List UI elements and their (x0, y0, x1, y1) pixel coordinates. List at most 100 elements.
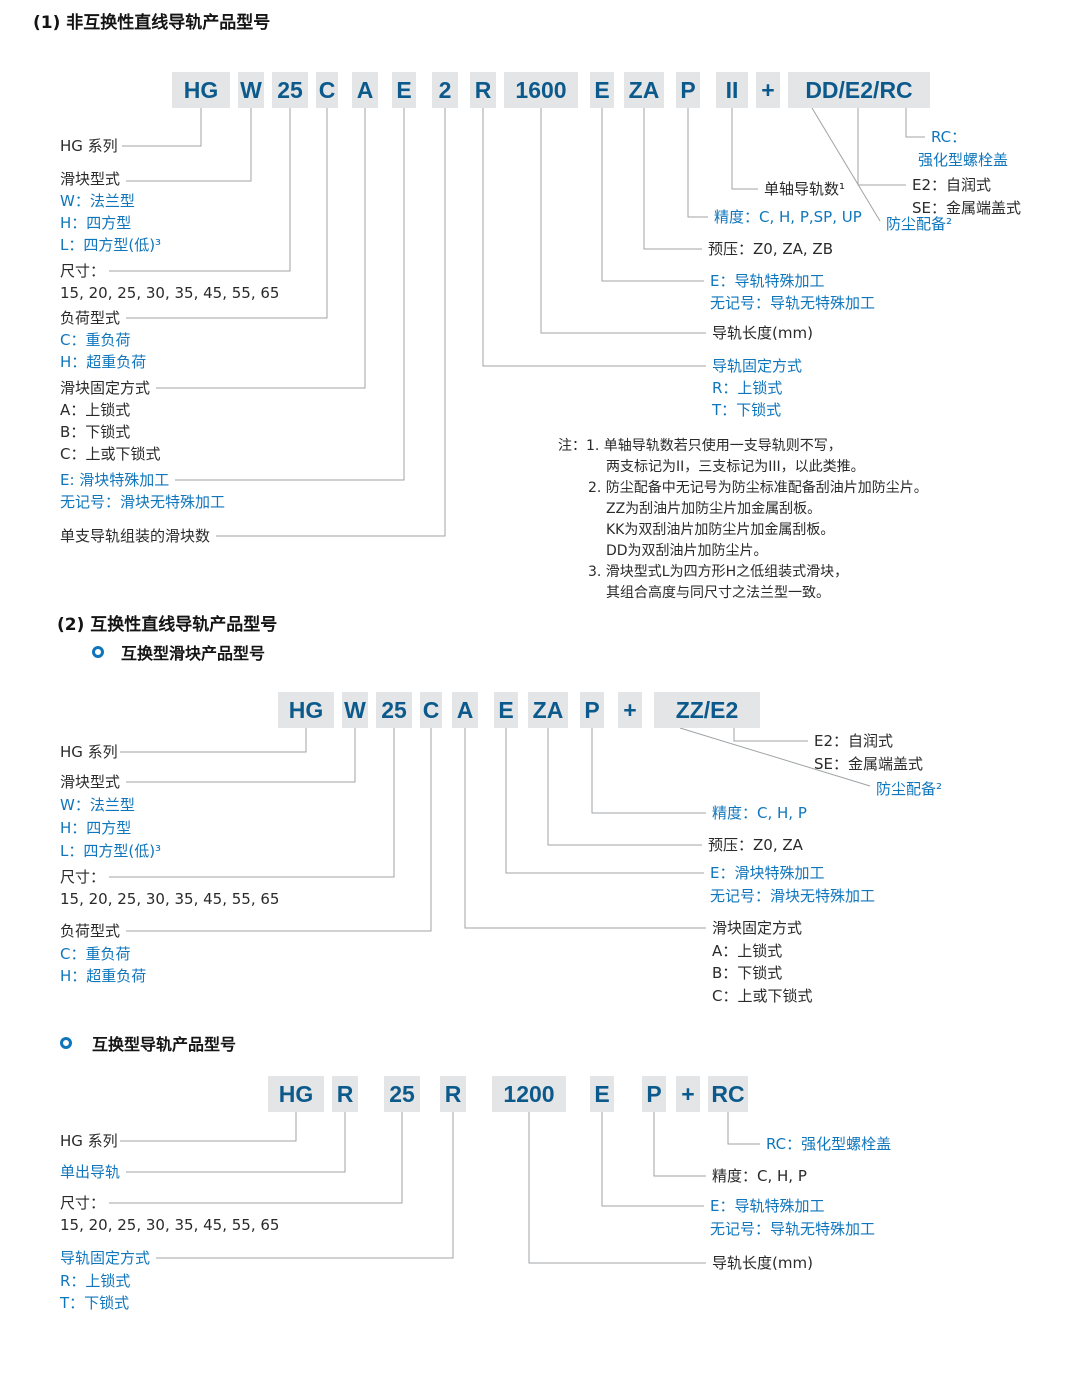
label-s1-rail-fix-r: R：上锁式 (712, 379, 783, 397)
code-s2b-fix: A (452, 692, 478, 728)
label-s2r-sizes: 15, 20, 25, 30, 35, 45, 55, 65 (60, 1216, 280, 1234)
label-s2b-dust: 防尘配备² (876, 780, 943, 798)
code-s1-series: HG (172, 72, 230, 108)
code-s1-preload: ZA (624, 72, 664, 108)
label-s1-block-type: 滑块型式 (60, 170, 121, 188)
label-s2b-e2: E2：自润式 (814, 732, 894, 750)
code-s2b-precision: P (580, 692, 604, 728)
code-s2b-plus: + (618, 692, 642, 728)
label-s2r-precision: 精度：C, H, P (712, 1167, 807, 1185)
code-s1-rail-fix: R (470, 72, 496, 108)
code-s1-precision: P (676, 72, 700, 108)
label-s1-rail-count: 单轴导轨数¹ (764, 180, 846, 198)
code-s1-block-type: W (238, 72, 264, 108)
label-s1-sizes: 15, 20, 25, 30, 35, 45, 55, 65 (60, 284, 280, 302)
code-s1-rail-length: 1600 (504, 72, 578, 108)
label-s1-preload: 预压：Z0, ZA, ZB (708, 240, 833, 258)
label-s1-rc-title: RC： (931, 128, 967, 146)
label-s2b-load-c: C：重负荷 (60, 945, 131, 963)
code-s1-rail-count: II (716, 72, 748, 108)
label-s2b-block-l: L：四方型(低)³ (60, 842, 162, 860)
label-s2b-sizes: 15, 20, 25, 30, 35, 45, 55, 65 (60, 890, 280, 908)
code-s2b-size: 25 (376, 692, 412, 728)
code-s2b-series: HG (278, 692, 334, 728)
code-s2b-load: C (420, 692, 442, 728)
label-s1-rail-special: E：导轨特殊加工 (710, 272, 825, 290)
code-s1-size: 25 (272, 72, 308, 108)
label-s1-rail-special-none: 无记号：导轨无特殊加工 (710, 294, 876, 312)
code-s2r-rail: R (332, 1076, 358, 1112)
note-line-8: 其组合高度与同尺寸之法兰型一致。 (606, 585, 830, 601)
bullet-ring-icon (92, 646, 104, 658)
label-s2b-precision: 精度：C, H, P (712, 804, 807, 822)
label-s1-fix-b: B：下锁式 (60, 423, 131, 441)
label-s1-size-title: 尺寸： (60, 262, 106, 280)
section2-block-subheading: 互换型滑块产品型号 (121, 644, 266, 663)
note-line-6: DD为双刮油片加防尘片。 (606, 543, 768, 559)
label-s1-block-special: E: 滑块特殊加工 (60, 471, 170, 489)
note-line-7: 3. 滑块型式L为四方形H之低组装式滑块， (588, 564, 849, 580)
label-s1-block-special-none: 无记号：滑块无特殊加工 (60, 493, 226, 511)
label-s2b-special: E：滑块特殊加工 (710, 864, 825, 882)
label-s1-precision: 精度：C, H, P,SP, UP (714, 208, 862, 226)
label-s1-block-h: H：四方型 (60, 214, 132, 232)
label-s1-series: HG 系列 (60, 137, 118, 155)
code-s2b-special: E (494, 692, 518, 728)
label-s2r-fix-title: 导轨固定方式 (60, 1249, 151, 1267)
label-s1-rail-fix-t: T：下锁式 (712, 401, 782, 419)
label-s2b-fix-title: 滑块固定方式 (712, 919, 803, 937)
label-s2b-load-h: H：超重负荷 (60, 967, 147, 985)
code-s2r-precision: P (642, 1076, 666, 1112)
label-s1-fix-a: A：上锁式 (60, 401, 131, 419)
code-s1-rail-special: E (590, 72, 614, 108)
label-s2b-special-none: 无记号：滑块无特殊加工 (710, 887, 876, 905)
label-s2b-preload: 预压：Z0, ZA (708, 836, 803, 854)
section1-heading: (1) 非互换性直线导轨产品型号 (33, 13, 271, 33)
label-s2r-rail: 单出导轨 (60, 1163, 121, 1181)
label-s2b-load-title: 负荷型式 (60, 922, 121, 940)
label-s2r-rc: RC：强化型螺栓盖 (766, 1135, 892, 1153)
label-s2r-length: 导轨长度(mm) (712, 1254, 813, 1272)
note-line-1: 注：1. 单轴导轨数若只使用一支导轨则不写， (558, 438, 842, 454)
label-s1-rail-fix-title: 导轨固定方式 (712, 357, 803, 375)
label-s1-rc-desc: 强化型螺栓盖 (918, 151, 1009, 169)
label-s1-load-title: 负荷型式 (60, 309, 121, 327)
code-s2r-plus: + (676, 1076, 700, 1112)
label-s1-se: SE：金属端盖式 (912, 199, 1021, 217)
note-line-3: 2. 防尘配备中无记号为防尘标准配备刮油片加防尘片。 (588, 480, 928, 496)
note-line-2: 两支标记为II，三支标记为III，以此类推。 (606, 459, 865, 475)
code-s2r-series: HG (268, 1076, 324, 1112)
label-s2r-series: HG 系列 (60, 1132, 118, 1150)
label-s2b-series: HG 系列 (60, 743, 118, 761)
code-s1-block-special: E (392, 72, 416, 108)
label-s2b-se: SE：金属端盖式 (814, 755, 923, 773)
label-s2r-size-title: 尺寸： (60, 1194, 106, 1212)
code-s1-load: C (316, 72, 338, 108)
note-line-5: KK为双刮油片加防尘片加金属刮板。 (606, 522, 835, 538)
label-s2b-block-h: H：四方型 (60, 819, 132, 837)
code-s1-plus: + (756, 72, 780, 108)
label-s2r-fix-t: T：下锁式 (60, 1294, 130, 1312)
label-s1-fix-c: C：上或下锁式 (60, 445, 161, 463)
label-s2b-fix-b: B：下锁式 (712, 964, 783, 982)
label-s1-block-count: 单支导轨组装的滑块数 (60, 527, 211, 545)
label-s1-rail-length: 导轨长度(mm) (712, 324, 813, 342)
code-s1-options: DD/E2/RC (788, 72, 930, 108)
section2-heading: (2) 互换性直线导轨产品型号 (57, 615, 278, 635)
label-s1-fix-title: 滑块固定方式 (60, 379, 151, 397)
code-s2r-length: 1200 (492, 1076, 566, 1112)
label-s2r-special-none: 无记号：导轨无特殊加工 (710, 1220, 876, 1238)
label-s2b-fix-c: C：上或下锁式 (712, 987, 813, 1005)
label-s2b-block-w: W：法兰型 (60, 796, 135, 814)
label-s2b-block-type: 滑块型式 (60, 773, 121, 791)
code-s2r-rc: RC (708, 1076, 748, 1112)
label-s2r-special: E：导轨特殊加工 (710, 1197, 825, 1215)
bullet-ring-icon (60, 1037, 72, 1049)
label-s1-dust: 防尘配备² (886, 215, 953, 233)
section2-rail-subheading: 互换型导轨产品型号 (92, 1035, 237, 1054)
label-s2b-fix-a: A：上锁式 (712, 942, 783, 960)
code-s2b-preload: ZA (528, 692, 568, 728)
code-s1-fix: A (352, 72, 378, 108)
note-line-4: ZZ为刮油片加防尘片加金属刮板。 (606, 501, 822, 517)
